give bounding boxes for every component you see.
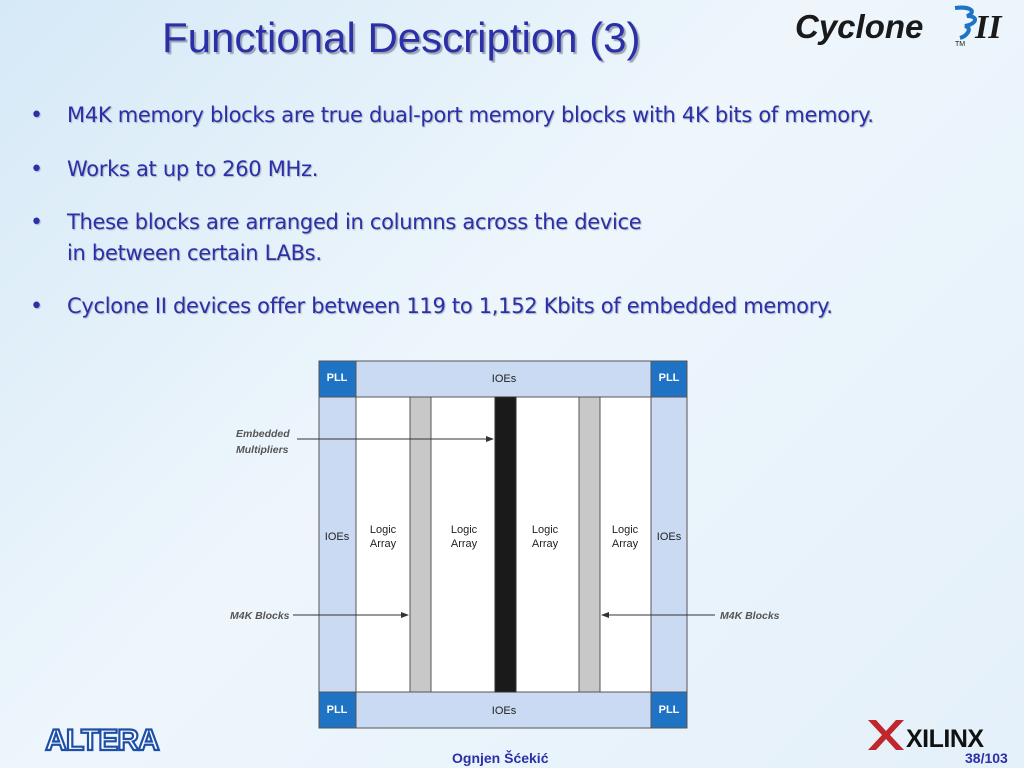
- logic-array-label: Array: [612, 538, 639, 550]
- xilinx-logo: XILINX: [868, 720, 985, 753]
- pll-label-bottom-right: PLL: [659, 704, 680, 716]
- bullet-text: These blocks are arranged in columns acr…: [67, 210, 642, 265]
- m4k-column-right: [578, 396, 601, 693]
- bullet-dot: •: [30, 294, 43, 319]
- pll-label-top-left: PLL: [327, 372, 348, 384]
- m4k-column-left: [409, 396, 432, 693]
- m4k-blocks-label-left: M4K Blocks: [230, 610, 290, 622]
- pll-top-left: [318, 360, 357, 398]
- ioe-row-top: [355, 360, 652, 398]
- footer-author: Ognjen Šćekić: [452, 750, 549, 766]
- bullet-dot: •: [30, 157, 43, 182]
- cyclone-logo-text: Cyclone: [795, 8, 923, 45]
- bullet-item: • These blocks are arranged in columns a…: [30, 207, 642, 269]
- ioe-label-top: IOEs: [492, 373, 517, 385]
- pll-top-right: [650, 360, 688, 398]
- ioe-column-left: [318, 396, 357, 693]
- bullet-item: • M4K memory blocks are true dual-port m…: [30, 100, 874, 131]
- logic-array-label: Array: [370, 538, 397, 550]
- embedded-multipliers-label: Embedded: [236, 428, 290, 440]
- altera-logo-text: ALTERA: [45, 724, 159, 756]
- pll-label-top-right: PLL: [659, 372, 680, 384]
- logic-array-label: Logic: [451, 524, 478, 536]
- cyclone-ii-logo: Cyclone II TM: [795, 5, 1003, 48]
- bullet-text: M4K memory blocks are true dual-port mem…: [67, 103, 874, 127]
- m4k-blocks-label-right: M4K Blocks: [720, 610, 780, 622]
- trademark-mark: TM: [955, 41, 965, 48]
- embedded-multipliers-label: Multipliers: [236, 444, 289, 456]
- logic-array-label: Array: [532, 538, 559, 550]
- ioe-label-bottom: IOEs: [492, 705, 517, 717]
- logic-array-label: Logic: [612, 524, 639, 536]
- bullet-item: • Works at up to 260 MHz.: [30, 154, 318, 185]
- page-number: 38/103: [965, 750, 1008, 766]
- cyclone-logo-roman: II: [974, 9, 1003, 46]
- logic-array-label: Logic: [532, 524, 559, 536]
- ioe-label-right: IOEs: [657, 531, 682, 543]
- bullet-item: • Cyclone II devices offer between 119 t…: [30, 291, 833, 322]
- bullet-text: Works at up to 260 MHz.: [67, 157, 319, 181]
- cyclone-ii-floorplan-diagram: IOEs IOEs IOEs IOEs PLL PLL PLL PLL Logi…: [230, 360, 780, 729]
- logic-array-label: Array: [451, 538, 478, 550]
- slide-title: Functional Description (3): [162, 14, 641, 61]
- xilinx-mark-icon: [868, 720, 904, 750]
- pll-bottom-right: [650, 691, 688, 729]
- bullet-text: Cyclone II devices offer between 119 to …: [67, 294, 833, 318]
- altera-logo: ALTERA: [44, 723, 161, 756]
- ioe-column-right: [650, 396, 688, 693]
- xilinx-logo-text: XILINX: [906, 725, 984, 753]
- ioe-label-left: IOEs: [325, 531, 350, 543]
- pll-label-bottom-left: PLL: [327, 704, 348, 716]
- bullet-dot: •: [30, 103, 43, 128]
- bullet-dot: •: [30, 210, 43, 235]
- logic-array-label: Logic: [370, 524, 397, 536]
- tornado-icon: [954, 5, 977, 40]
- pll-bottom-left: [318, 691, 357, 729]
- embedded-multiplier-column: [494, 396, 517, 693]
